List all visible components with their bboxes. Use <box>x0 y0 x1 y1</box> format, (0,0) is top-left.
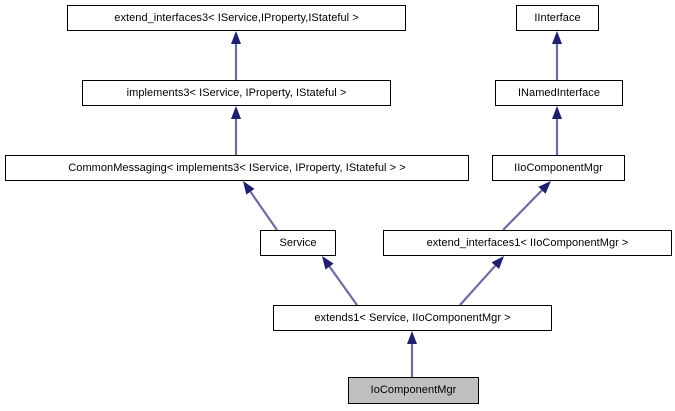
inheritance-edge <box>552 106 562 155</box>
inheritance-edge <box>243 181 278 231</box>
inheritance-edge <box>459 256 504 306</box>
edge-arrowhead-icon <box>243 181 255 195</box>
inheritance-edge <box>231 106 241 155</box>
edge-arrowhead-icon <box>552 106 562 119</box>
class-node-extends1[interactable]: extends1< Service, IIoComponentMgr > <box>273 305 552 331</box>
edge-arrowhead-icon <box>538 181 551 194</box>
inheritance-edge <box>502 181 551 231</box>
class-node-extend_interfaces3[interactable]: extend_interfaces3< IService,IProperty,I… <box>67 5 406 31</box>
class-node-iiocomponentmgr[interactable]: IIoComponentMgr <box>492 155 625 181</box>
inheritance-edge <box>552 31 562 80</box>
edge-line <box>249 191 278 231</box>
class-node-label: extend_interfaces3< IService,IProperty,I… <box>114 11 359 24</box>
class-node-implements3[interactable]: implements3< IService, IProperty, IState… <box>82 80 391 106</box>
edge-arrowhead-icon <box>322 256 334 270</box>
class-node-extend_interfaces1[interactable]: extend_interfaces1< IIoComponentMgr > <box>383 230 672 256</box>
class-node-label: IoComponentMgr <box>370 384 457 396</box>
edge-line <box>328 265 358 306</box>
class-node-iinterface[interactable]: IInterface <box>516 5 599 31</box>
inheritance-edge <box>322 256 358 306</box>
edge-line <box>459 264 497 306</box>
class-node-label: implements3< IService, IProperty, IState… <box>126 86 347 99</box>
edge-arrowhead-icon <box>407 331 417 344</box>
class-node-label: IIoComponentMgr <box>514 161 603 174</box>
class-node-commonmessaging[interactable]: CommonMessaging< implements3< IService, … <box>5 155 469 181</box>
edge-line <box>502 189 543 231</box>
edge-arrowhead-icon <box>231 31 241 44</box>
class-node-service[interactable]: Service <box>260 230 336 256</box>
inheritance-edge <box>231 31 241 80</box>
class-node-label: IInterface <box>534 11 581 24</box>
class-node-iocomponentmgr[interactable]: IoComponentMgr <box>348 377 479 404</box>
inheritance-edge <box>407 331 417 377</box>
class-node-label: INamedInterface <box>517 86 601 99</box>
class-node-label: extends1< Service, IIoComponentMgr > <box>314 311 511 324</box>
class-node-label: Service <box>279 236 317 249</box>
class-node-inamedinterface[interactable]: INamedInterface <box>495 80 623 106</box>
class-node-label: extend_interfaces1< IIoComponentMgr > <box>426 236 629 249</box>
edge-arrowhead-icon <box>491 256 504 270</box>
edge-arrowhead-icon <box>231 106 241 119</box>
edge-arrowhead-icon <box>552 31 562 44</box>
class-node-label: CommonMessaging< implements3< IService, … <box>68 161 406 174</box>
